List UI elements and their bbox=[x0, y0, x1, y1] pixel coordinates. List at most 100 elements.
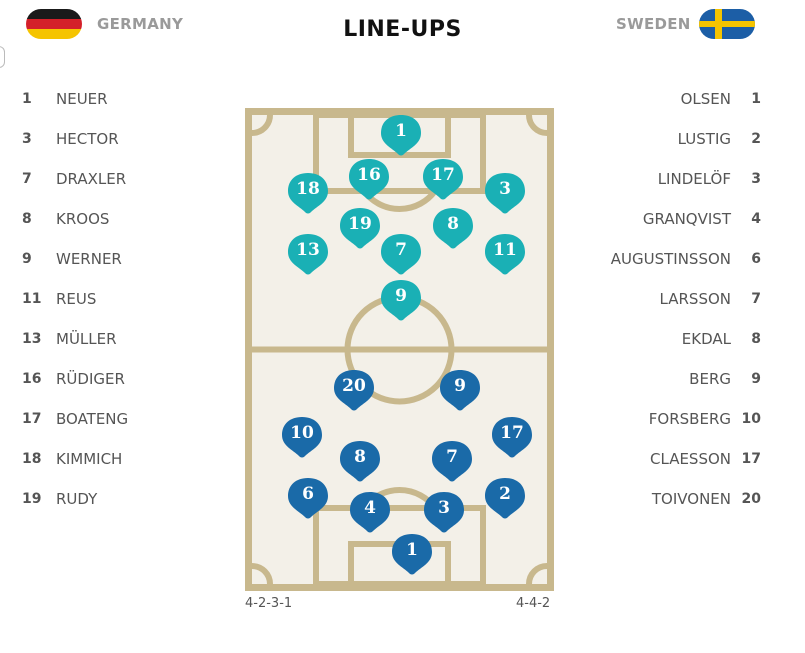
away-player-row[interactable]: GRANQVIST 4 bbox=[611, 199, 761, 239]
home-player-marker[interactable]: 13 bbox=[287, 232, 329, 276]
home-player-row[interactable]: 18 KIMMICH bbox=[22, 439, 128, 479]
player-name: AUGUSTINSSON bbox=[610, 250, 731, 268]
player-name: OLSEN bbox=[680, 90, 731, 108]
player-number: 9 bbox=[22, 251, 32, 267]
home-player-marker[interactable]: 9 bbox=[380, 278, 422, 322]
player-name: REUS bbox=[56, 290, 97, 308]
home-player-row[interactable]: 7 DRAXLER bbox=[22, 159, 128, 199]
marker-number: 17 bbox=[500, 423, 524, 443]
player-number: 4 bbox=[751, 211, 761, 227]
home-player-marker[interactable]: 19 bbox=[339, 206, 381, 250]
away-player-marker[interactable]: 20 bbox=[333, 368, 375, 412]
player-number: 18 bbox=[22, 451, 42, 467]
player-number: 6 bbox=[751, 251, 761, 267]
home-player-marker[interactable]: 17 bbox=[422, 157, 464, 201]
player-name: RÜDIGER bbox=[56, 370, 125, 388]
home-player-marker[interactable]: 7 bbox=[380, 232, 422, 276]
home-formation-label: 4-2-3-1 bbox=[245, 596, 293, 611]
home-player-row[interactable]: 16 RÜDIGER bbox=[22, 359, 128, 399]
marker-number: 7 bbox=[446, 447, 458, 467]
marker-number: 3 bbox=[438, 498, 450, 518]
away-player-marker[interactable]: 7 bbox=[431, 439, 473, 483]
home-player-marker[interactable]: 1 bbox=[380, 113, 422, 157]
away-player-marker[interactable]: 3 bbox=[423, 490, 465, 534]
player-number: 16 bbox=[22, 371, 42, 387]
player-number: 2 bbox=[751, 131, 761, 147]
marker-number: 3 bbox=[499, 179, 511, 199]
marker-number: 6 bbox=[302, 484, 314, 504]
marker-number: 4 bbox=[364, 498, 376, 518]
home-player-row[interactable]: 3 HECTOR bbox=[22, 119, 128, 159]
player-name: TOIVONEN bbox=[651, 490, 731, 508]
home-player-row[interactable]: 19 RUDY bbox=[22, 479, 128, 519]
away-team-name: SWEDEN bbox=[616, 15, 691, 33]
marker-number: 11 bbox=[493, 240, 517, 260]
player-name: LUSTIG bbox=[677, 130, 731, 148]
player-name: CLAESSON bbox=[650, 450, 731, 468]
away-player-row[interactable]: LUSTIG 2 bbox=[611, 119, 761, 159]
marker-number: 13 bbox=[296, 240, 320, 260]
marker-number: 1 bbox=[395, 121, 407, 141]
home-player-marker[interactable]: 8 bbox=[432, 206, 474, 250]
home-flag bbox=[26, 9, 82, 39]
player-name: GRANQVIST bbox=[642, 210, 731, 228]
player-name: LARSSON bbox=[659, 290, 731, 308]
home-player-marker[interactable]: 11 bbox=[484, 232, 526, 276]
player-name: NEUER bbox=[56, 90, 108, 108]
away-player-row[interactable]: AUGUSTINSSON 6 bbox=[611, 239, 761, 279]
player-name: RUDY bbox=[56, 490, 98, 508]
away-player-marker[interactable]: 9 bbox=[439, 368, 481, 412]
away-formation-label: 4-4-2 bbox=[516, 596, 551, 611]
scroll-handle[interactable] bbox=[0, 46, 5, 68]
player-name: KROOS bbox=[56, 210, 110, 228]
home-player-marker[interactable]: 18 bbox=[287, 171, 329, 215]
player-number: 3 bbox=[751, 171, 761, 187]
page-title: LINE-UPS bbox=[343, 17, 462, 42]
player-number: 3 bbox=[22, 131, 32, 147]
away-player-marker[interactable]: 1 bbox=[391, 532, 433, 576]
player-number: 1 bbox=[22, 91, 32, 107]
player-number: 7 bbox=[22, 171, 32, 187]
away-player-marker[interactable]: 4 bbox=[349, 490, 391, 534]
away-player-row[interactable]: OLSEN 1 bbox=[611, 79, 761, 119]
player-name: KIMMICH bbox=[56, 450, 123, 468]
marker-number: 20 bbox=[342, 376, 366, 396]
marker-number: 9 bbox=[454, 376, 466, 396]
player-number: 8 bbox=[751, 331, 761, 347]
player-number: 19 bbox=[22, 491, 42, 507]
marker-number: 19 bbox=[348, 214, 372, 234]
player-name: FORSBERG bbox=[648, 410, 731, 428]
home-player-marker[interactable]: 3 bbox=[484, 171, 526, 215]
home-player-marker[interactable]: 16 bbox=[348, 157, 390, 201]
away-player-marker[interactable]: 10 bbox=[281, 415, 323, 459]
home-player-row[interactable]: 1 NEUER bbox=[22, 79, 128, 119]
marker-number: 10 bbox=[290, 423, 314, 443]
away-player-marker[interactable]: 2 bbox=[484, 476, 526, 520]
player-number: 1 bbox=[751, 91, 761, 107]
home-player-row[interactable]: 9 WERNER bbox=[22, 239, 128, 279]
marker-number: 1 bbox=[406, 540, 418, 560]
away-player-row[interactable]: EKDAL 8 bbox=[611, 319, 761, 359]
player-name: WERNER bbox=[56, 250, 122, 268]
away-player-marker[interactable]: 17 bbox=[491, 415, 533, 459]
marker-number: 8 bbox=[354, 447, 366, 467]
player-name: EKDAL bbox=[681, 330, 731, 348]
away-player-marker[interactable]: 6 bbox=[287, 476, 329, 520]
player-number: 13 bbox=[22, 331, 42, 347]
player-name: DRAXLER bbox=[56, 170, 127, 188]
away-player-marker[interactable]: 8 bbox=[339, 439, 381, 483]
player-number: 17 bbox=[22, 411, 42, 427]
player-name: HECTOR bbox=[56, 130, 119, 148]
away-flag bbox=[699, 9, 755, 39]
